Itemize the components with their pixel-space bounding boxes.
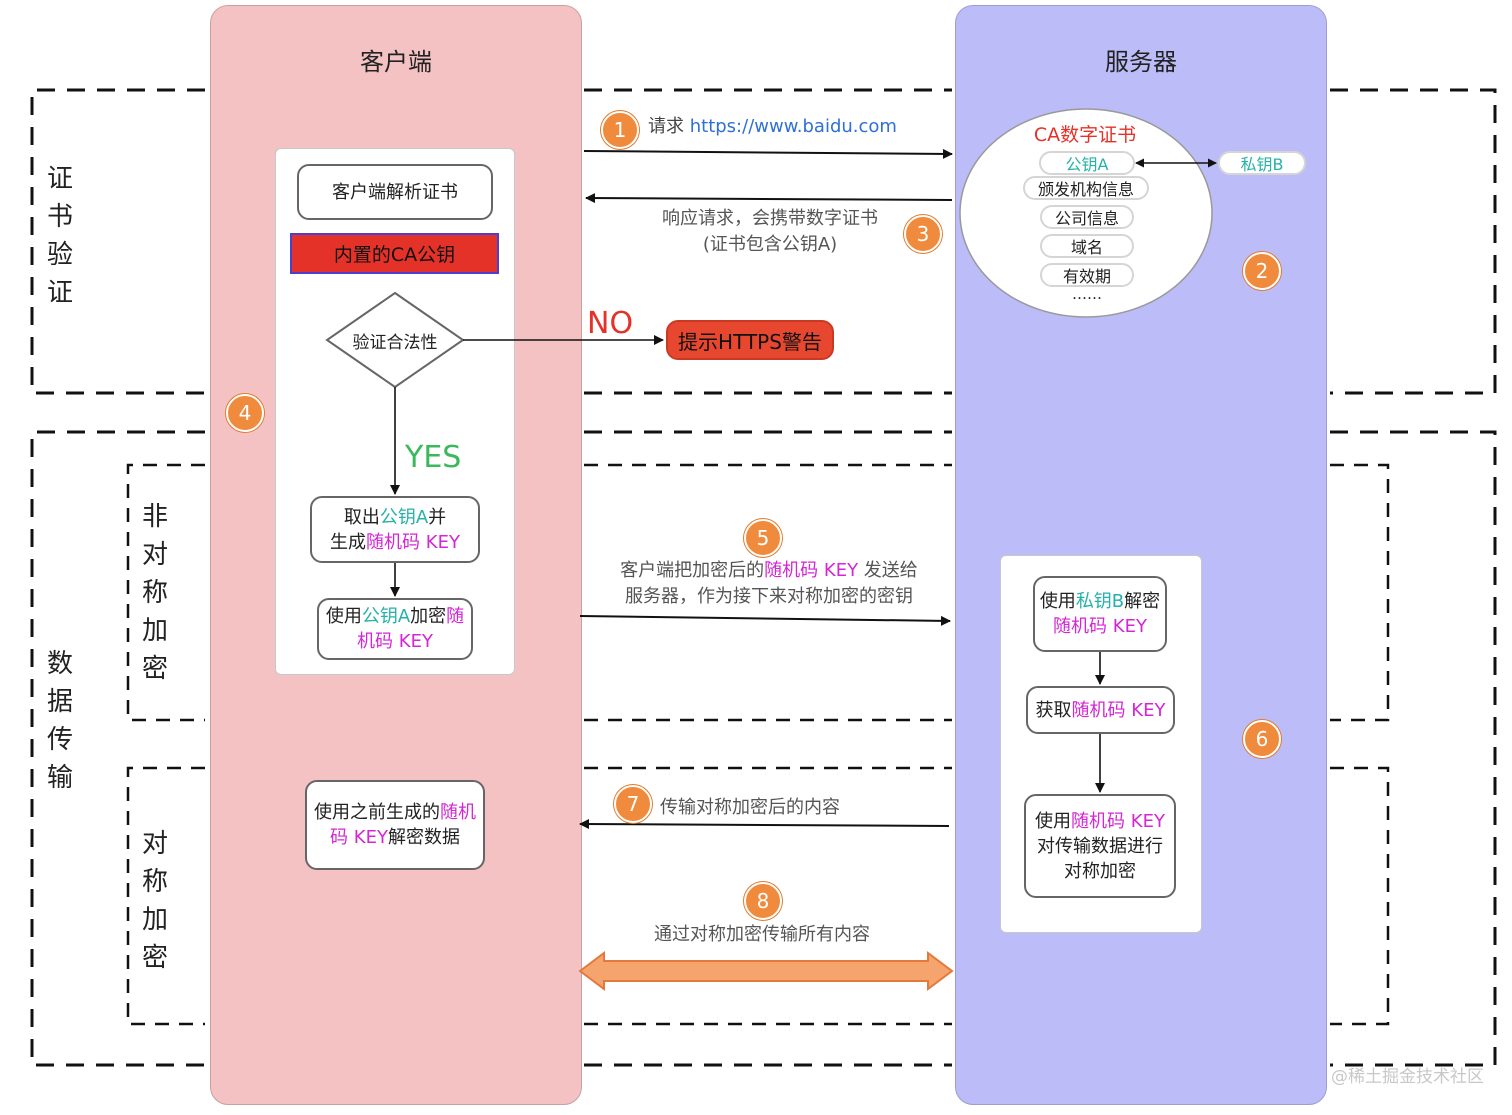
yes-label: YES (405, 440, 462, 475)
private-key-pill: 私钥B (1218, 151, 1306, 175)
step-3-text: 响应请求，会携带数字证书 (证书包含公钥A) (662, 208, 878, 255)
server-sym-encrypt-box: 使用随机码 KEY 对传输数据进行 对称加密 (1024, 794, 1176, 898)
send-key-arrow (579, 615, 951, 626)
step-8-text: 通过对称加密传输所有内容 (654, 924, 870, 945)
asym-section-label: 非对称加密 (142, 502, 169, 684)
transfer-section-right (1330, 430, 1497, 1067)
server-decrypt-box: 使用私钥B解密 随机码 KEY (1033, 576, 1167, 652)
step-1-text: 请求 https://www.baidu.com (648, 116, 897, 137)
step-1-badge: 1 (601, 111, 639, 149)
cert-company-info: 公司信息 (1040, 205, 1134, 229)
watermark: @稀土掘金技术社区 (1331, 1067, 1484, 1087)
step-2-badge: 2 (1243, 252, 1281, 290)
ca-cert-title: CA数字证书 (1033, 124, 1137, 146)
cert-public-key: 公钥A (1039, 151, 1135, 175)
client-flow-panel (275, 148, 515, 675)
sym-transfer-double-arrow (578, 951, 954, 991)
no-label: NO (587, 306, 634, 341)
sym-section-label: 对称加密 (142, 829, 169, 973)
cert-issuer-info: 颁发机构信息 (1023, 176, 1149, 200)
client-title: 客户端 (360, 48, 432, 76)
server-get-key-box: 获取随机码 KEY (1026, 686, 1175, 734)
step-8-badge: 8 (744, 882, 782, 920)
step-5-text: 客户端把加密后的随机码 KEY 发送给 服务器，作为接下来对称加密的密钥 (620, 560, 918, 607)
step-6-badge: 6 (1243, 720, 1281, 758)
transfer-arrow (579, 819, 950, 830)
verify-label: 验证合法性 (352, 333, 438, 353)
step-7-text: 传输对称加密后的内容 (660, 797, 840, 818)
step-3-badge: 3 (904, 215, 942, 253)
cert-section-label: 证书验证 (47, 164, 74, 308)
client-decrypt-box: 使用之前生成的随机码 KEY解密数据 (305, 780, 485, 870)
parse-cert-box: 客户端解析证书 (297, 164, 493, 220)
step-4-badge: 4 (226, 394, 264, 432)
server-title: 服务器 (1105, 48, 1177, 76)
cert-validity: 有效期 (1040, 263, 1134, 287)
extract-key-box: 取出公钥A并 生成随机码 KEY (310, 496, 480, 563)
cert-domain: 域名 (1040, 234, 1134, 258)
builtin-ca-key: 内置的CA公钥 (290, 233, 499, 274)
response-arrow (585, 193, 953, 204)
step-5-badge: 5 (744, 519, 782, 557)
https-warning-box: 提示HTTPS警告 (666, 320, 834, 360)
cert-more: …… (1072, 285, 1102, 303)
transfer-section-label: 数据传输 (47, 649, 74, 793)
cert-section-right (1330, 88, 1497, 395)
encrypt-key-box: 使用公钥A加密随机码 KEY (317, 598, 473, 660)
request-arrow (583, 148, 953, 159)
step-7-badge: 7 (614, 785, 652, 823)
